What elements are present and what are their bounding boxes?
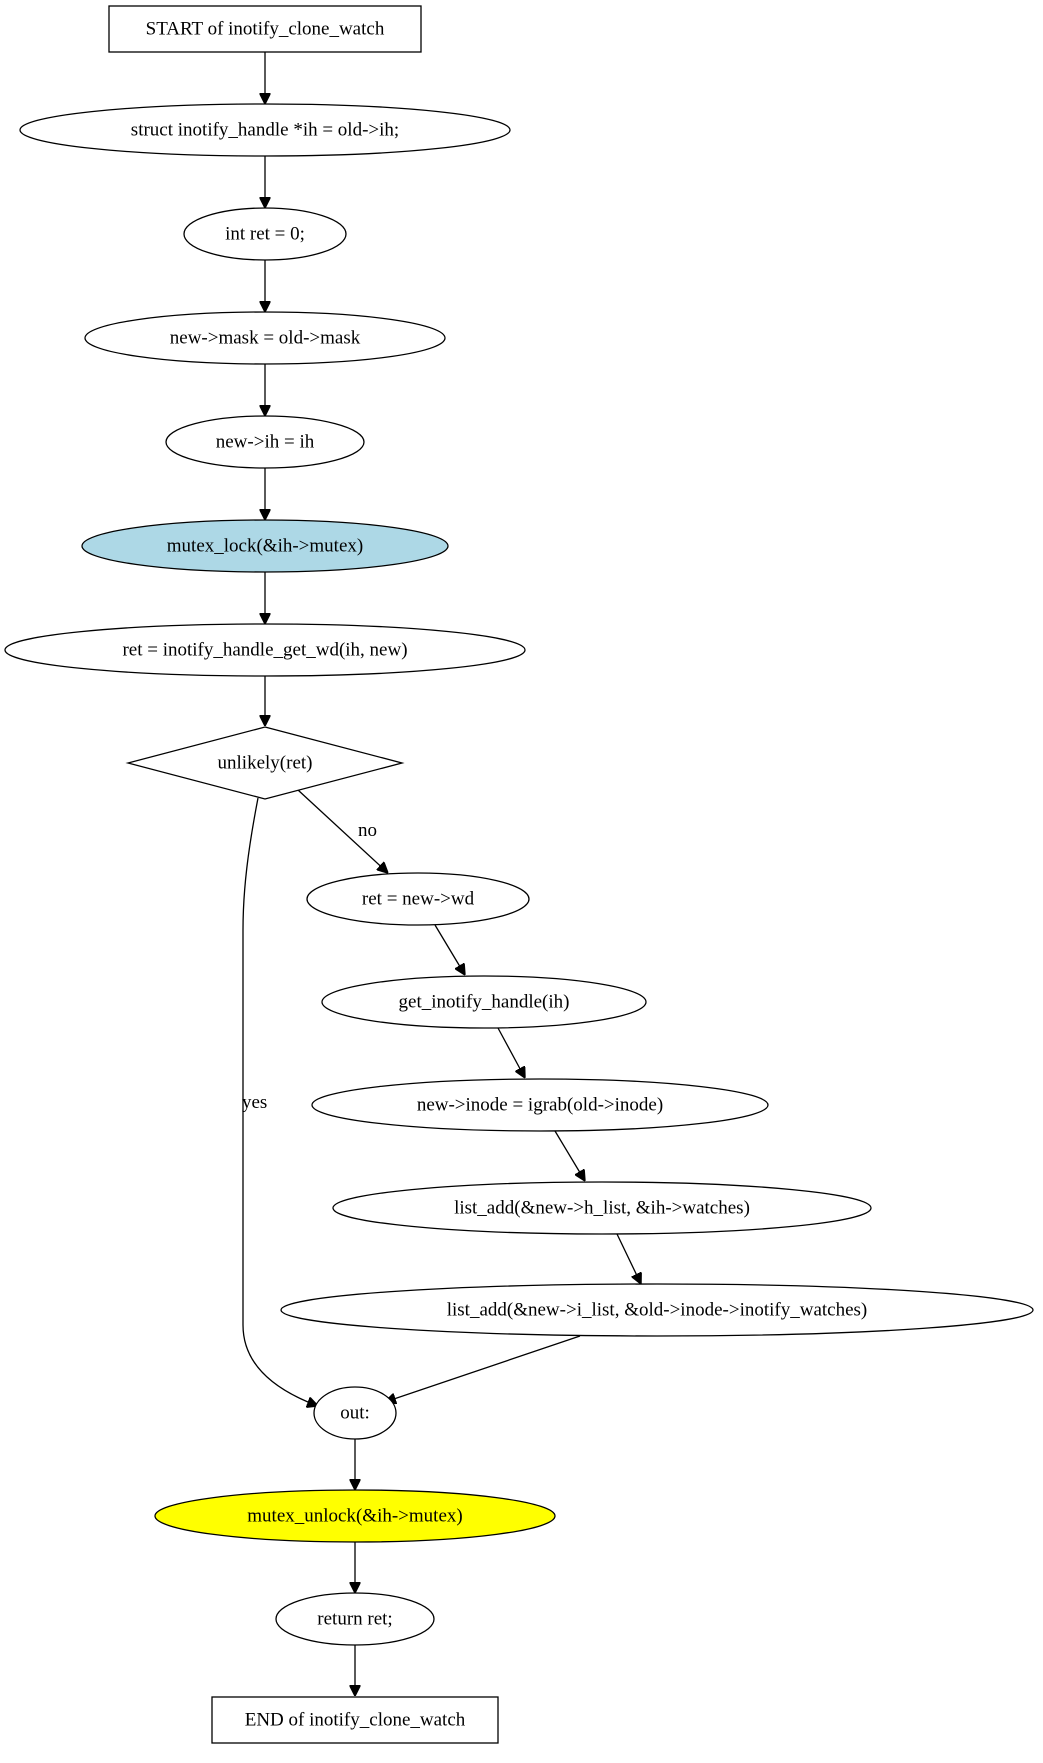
node-n13-shape xyxy=(275,1592,435,1646)
node-n8-shape xyxy=(321,975,647,1029)
node-end: END of inotify_clone_watch xyxy=(211,1696,499,1744)
node-n5-label: mutex_lock(&ih->mutex) xyxy=(167,536,363,557)
node-n7-shape xyxy=(306,872,530,926)
node-end-shape xyxy=(211,1696,499,1744)
node-start: START of inotify_clone_watch xyxy=(108,5,422,53)
node-cond: unlikely(ret) xyxy=(125,726,405,800)
node-n11-shape xyxy=(280,1283,1034,1337)
node-out-label: out: xyxy=(340,1403,370,1424)
node-n4: new->ih = ih xyxy=(165,415,365,469)
node-start-label: START of inotify_clone_watch xyxy=(146,19,385,40)
node-n13-label: return ret; xyxy=(317,1609,392,1630)
edges xyxy=(242,52,641,1696)
node-n3: new->mask = old->mask xyxy=(84,311,446,365)
node-n6-shape xyxy=(4,623,526,677)
node-n7-label: ret = new->wd xyxy=(362,889,475,910)
edge-cond-no-to-n7 xyxy=(297,789,388,873)
node-n2-shape xyxy=(183,207,347,261)
node-n5: mutex_lock(&ih->mutex) xyxy=(81,519,449,573)
node-n9-shape xyxy=(311,1078,769,1132)
edge-n7-to-n8 xyxy=(434,924,465,975)
node-cond-label: unlikely(ret) xyxy=(218,753,313,774)
edge-n11-to-out xyxy=(385,1335,581,1402)
node-cond-shape xyxy=(125,726,405,800)
node-n12-shape xyxy=(154,1489,556,1543)
node-n4-shape xyxy=(165,415,365,469)
node-n10: list_add(&new->h_list, &ih->watches) xyxy=(332,1181,872,1235)
edge-n10-to-n11 xyxy=(616,1233,641,1284)
node-n9: new->inode = igrab(old->inode) xyxy=(311,1078,769,1132)
node-n7: ret = new->wd xyxy=(306,872,530,926)
node-n6-label: ret = inotify_handle_get_wd(ih, new) xyxy=(122,640,407,661)
node-n5-shape xyxy=(81,519,449,573)
node-n2-label: int ret = 0; xyxy=(225,224,305,245)
edge-label-yes: yes xyxy=(242,1092,267,1113)
node-n1-shape xyxy=(19,103,511,157)
node-out: out: xyxy=(313,1386,397,1440)
node-n2: int ret = 0; xyxy=(183,207,347,261)
node-n3-label: new->mask = old->mask xyxy=(170,328,361,349)
node-n9-label: new->inode = igrab(old->inode) xyxy=(417,1095,663,1116)
node-n1-label: struct inotify_handle *ih = old->ih; xyxy=(131,120,399,141)
node-n12: mutex_unlock(&ih->mutex) xyxy=(154,1489,556,1543)
node-n11: list_add(&new->i_list, &old->inode->inot… xyxy=(280,1283,1034,1337)
edge-n8-to-n9 xyxy=(497,1027,525,1078)
node-out-shape xyxy=(313,1386,397,1440)
node-n6: ret = inotify_handle_get_wd(ih, new) xyxy=(4,623,526,677)
node-start-shape xyxy=(108,5,422,53)
edge-n9-to-n10 xyxy=(554,1130,585,1181)
node-n10-shape xyxy=(332,1181,872,1235)
node-n12-label: mutex_unlock(&ih->mutex) xyxy=(247,1506,462,1527)
node-n11-label: list_add(&new->i_list, &old->inode->inot… xyxy=(447,1300,868,1321)
node-n8-label: get_inotify_handle(ih) xyxy=(399,992,570,1013)
node-end-label: END of inotify_clone_watch xyxy=(245,1710,466,1731)
edge-cond-yes-to-out xyxy=(242,797,318,1406)
node-n3-shape xyxy=(84,311,446,365)
node-n8: get_inotify_handle(ih) xyxy=(321,975,647,1029)
edge-label-no: no xyxy=(358,820,377,841)
node-n13: return ret; xyxy=(275,1592,435,1646)
node-n10-label: list_add(&new->h_list, &ih->watches) xyxy=(454,1198,750,1219)
node-n1: struct inotify_handle *ih = old->ih; xyxy=(19,103,511,157)
node-n4-label: new->ih = ih xyxy=(216,432,315,453)
